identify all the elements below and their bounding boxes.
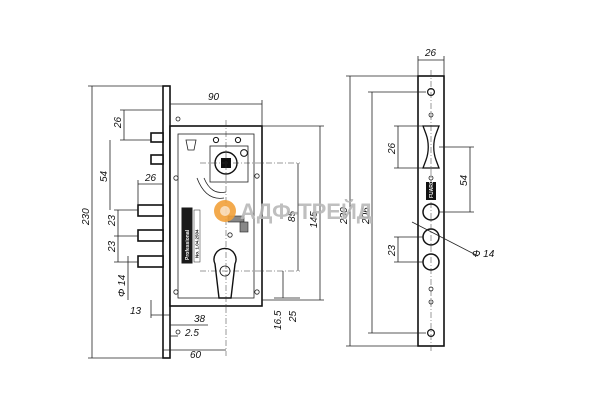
bolts (137, 132, 164, 268)
dim-13: 13 (130, 306, 142, 317)
dim-23-b: 23 (107, 240, 118, 253)
side-dim-d14: Φ 14 (472, 249, 495, 260)
dim-85: 85 (287, 210, 298, 222)
dim-2-5: 2.5 (184, 328, 199, 339)
side-dimension-lines (346, 56, 479, 347)
side-dim-26-left: 26 (387, 142, 398, 155)
side-dim-23: 23 (387, 244, 398, 257)
side-dim-206: 206 (361, 207, 372, 225)
dim-230: 230 (81, 208, 92, 226)
body-label: Professional (185, 229, 191, 260)
body-label-plate (181, 207, 193, 264)
side-view: FUARO (339, 48, 495, 352)
plate-label: FUARO (429, 180, 435, 198)
body-sublabel: No. 1.04.2504 (195, 229, 200, 258)
watermark: АДФ-ТРЕЙД (214, 199, 373, 224)
dim-16-5: 16.5 (273, 310, 284, 330)
side-dim-26: 26 (424, 48, 437, 59)
dim-d14: Φ 14 (117, 274, 128, 297)
front-dimension-lines (88, 85, 324, 359)
dim-90: 90 (208, 92, 220, 103)
dim-38: 38 (194, 314, 206, 325)
dim-23-a: 23 (107, 214, 118, 227)
dim-26-top: 26 (113, 116, 124, 129)
latch (185, 139, 197, 151)
dim-26-mid: 26 (144, 173, 157, 184)
lock-body-inner (177, 133, 255, 299)
dim-54: 54 (99, 170, 110, 182)
side-dim-230: 230 (339, 207, 350, 225)
front-faceplate (162, 85, 171, 359)
side-dim-54: 54 (459, 174, 470, 186)
dim-145: 145 (309, 211, 320, 228)
dim-60: 60 (190, 350, 202, 361)
watermark-text: АДФ-ТРЕЙД (240, 199, 373, 224)
dim-25: 25 (288, 310, 299, 323)
screw-holes (173, 116, 260, 335)
